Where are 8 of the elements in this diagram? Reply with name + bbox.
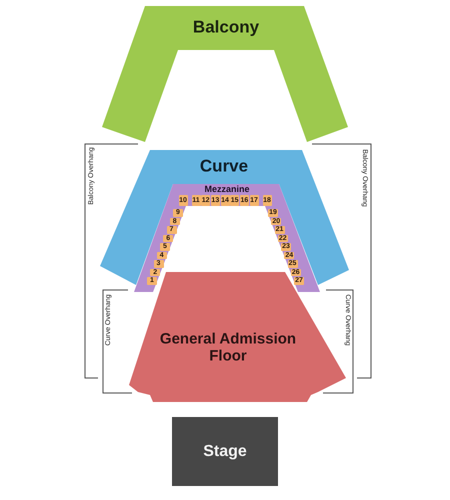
section-label: General Admission Floor <box>158 332 298 364</box>
balcony-section <box>102 6 348 142</box>
section-label: Curve <box>200 158 248 176</box>
section-label: Mezzanine <box>204 185 250 195</box>
curve-section <box>100 150 349 285</box>
section-label: Balcony <box>192 18 260 38</box>
stage-label: Stage <box>203 443 247 461</box>
stage-block <box>172 417 278 486</box>
